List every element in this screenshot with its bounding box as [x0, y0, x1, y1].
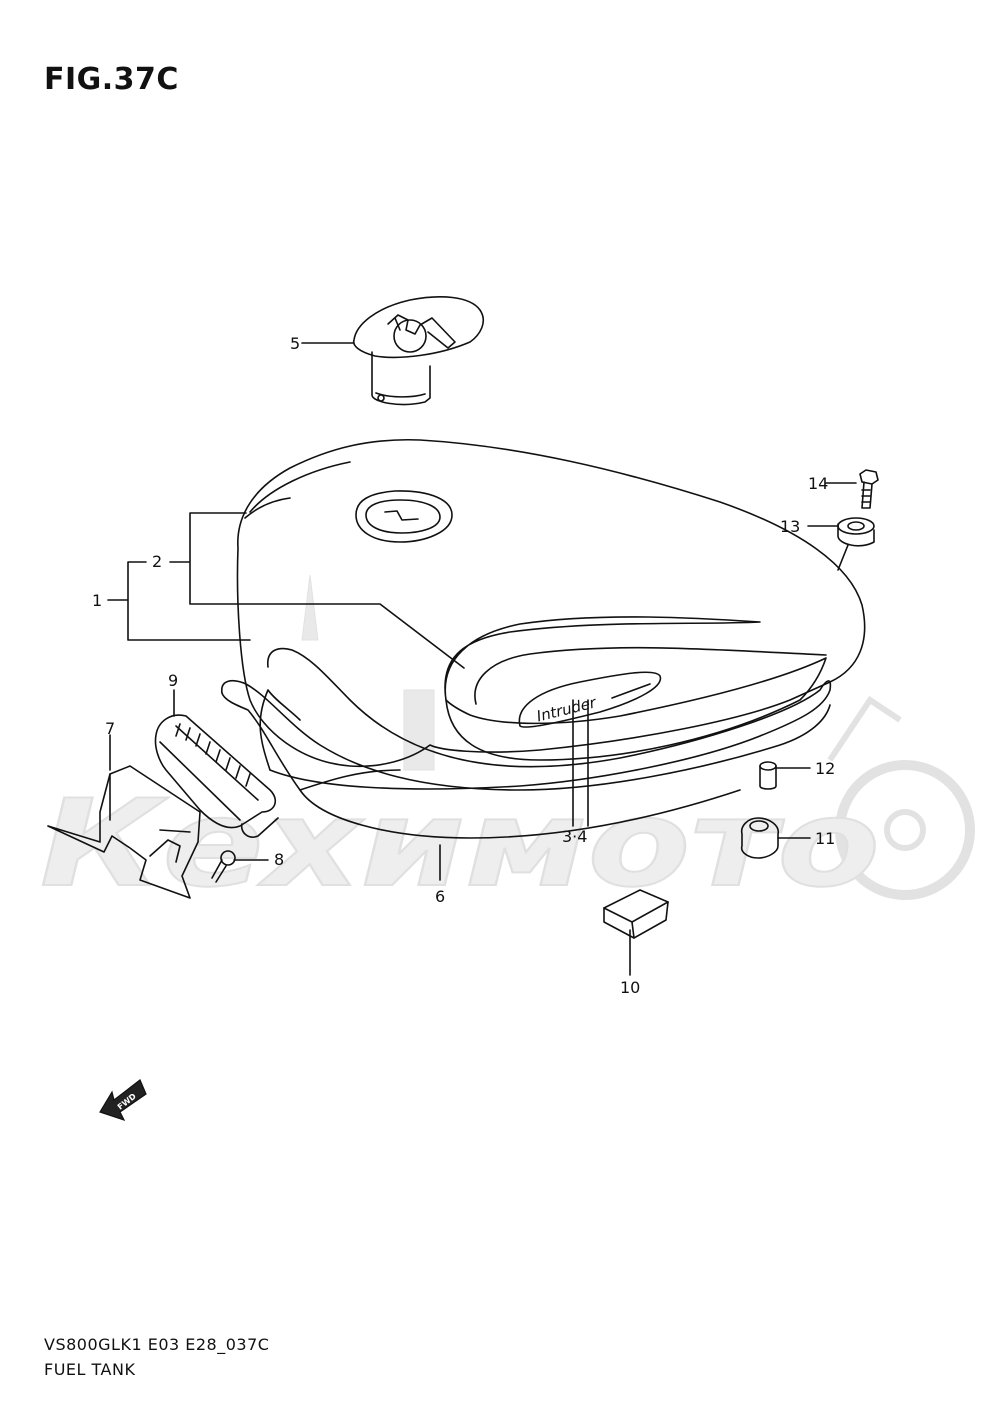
- callout-12: 12: [815, 759, 835, 778]
- fuel-tank-body: Intruder: [236, 438, 866, 768]
- fuel-cap-part: [352, 296, 485, 406]
- collar-part: [759, 761, 777, 790]
- callout-1: 1: [92, 591, 102, 610]
- callout-6: 6: [435, 887, 445, 906]
- watermark-text: Кехимото: [40, 775, 880, 914]
- tank-bottom-rail: [221, 647, 832, 839]
- figure-title: FIG.37C: [44, 62, 179, 97]
- screw-part: [211, 850, 236, 883]
- watermark: Кехимото: [39, 574, 975, 915]
- diagram-model-code: VS800GLK1 E03 E28_037C: [44, 1335, 270, 1354]
- callout-9: 9: [168, 671, 178, 690]
- rubber-damper-part: [603, 889, 669, 939]
- fwd-marker: FWD: [99, 1079, 147, 1122]
- callout-10: 10: [620, 978, 640, 997]
- forward-arrow-icon: [99, 1079, 147, 1122]
- rubber-grommet-part: [154, 714, 279, 838]
- cushion-part: [740, 817, 780, 859]
- callout-11: 11: [815, 829, 835, 848]
- bolt-part: [859, 469, 879, 509]
- callout-leaders: [107, 342, 857, 976]
- callout-14: 14: [808, 474, 828, 493]
- mounting-bracket-part: [47, 765, 201, 899]
- washer-part: [837, 517, 875, 547]
- callout-2: 2: [152, 552, 162, 571]
- callout-3-4: 3·4: [562, 827, 587, 846]
- callout-8: 8: [274, 850, 284, 869]
- callout-5: 5: [290, 334, 300, 353]
- callout-7: 7: [105, 719, 115, 738]
- callout-13: 13: [780, 517, 800, 536]
- diagram-part-name: FUEL TANK: [44, 1360, 136, 1379]
